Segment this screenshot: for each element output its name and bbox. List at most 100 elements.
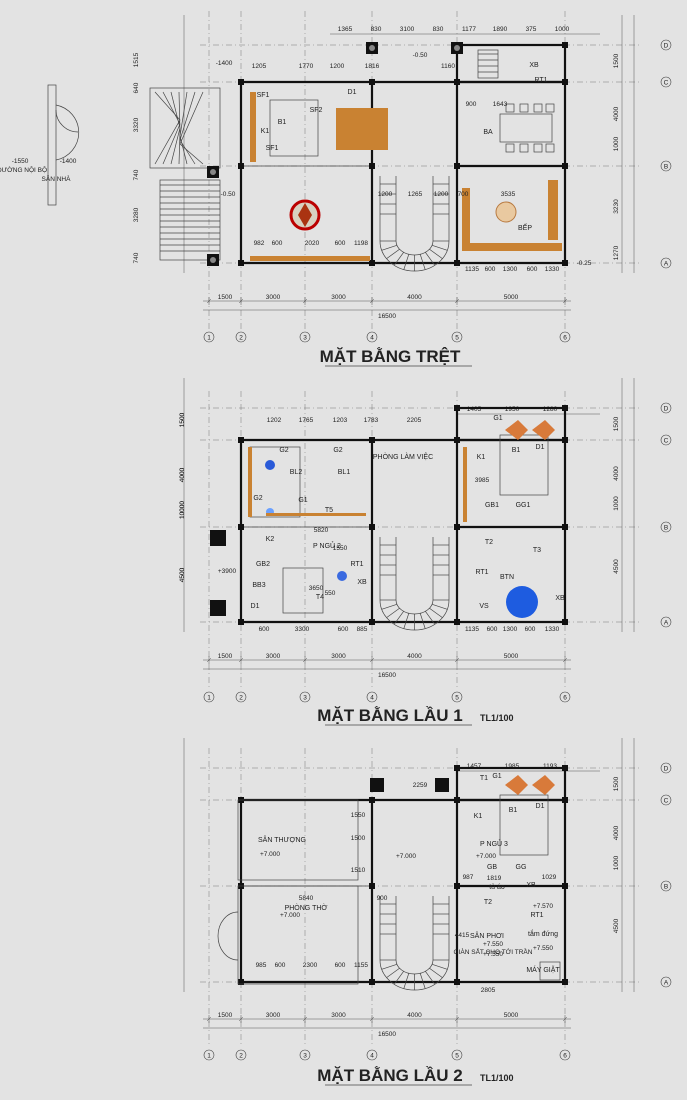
column-pillar [454,405,460,411]
col-dim-4: 5000 [504,1012,519,1019]
room-label: B1 [512,447,521,454]
col-label-5: 5 [455,335,459,342]
col-bubble-4 [366,691,378,703]
row-bubble-0 [660,402,672,414]
top-dim-0: 1457 [467,763,482,770]
right-dim-0: 1500 [613,776,620,791]
inner-dim: 600 [335,962,346,969]
dim-slash [302,1016,308,1022]
col-label-5: 5 [455,1053,459,1060]
col-label-4: 4 [370,335,374,342]
kitchen-counter-right [548,180,558,240]
inner-dim: 600 [527,266,538,273]
inner-dim: 1330 [545,626,560,633]
level-note: -1550 [12,158,29,165]
room-label: BL1 [338,469,351,476]
column-pillar [562,405,568,411]
room-label: RT1 [350,561,363,568]
inner-dim: 3985 [475,477,490,484]
gate-post [47,84,57,206]
sofa-set [269,99,319,157]
room-label: XB [555,595,565,602]
dining-table [499,113,553,143]
room-label: D1 [536,803,545,810]
right-dim-1: 4000 [613,106,620,121]
top-dim-2: 1280 [543,406,558,413]
room-label: SÂN PHƠI [470,931,504,940]
col-dim-3: 4000 [407,653,422,660]
column-pillar [238,79,244,85]
room-label: tủ áo [489,883,505,891]
level-note: 2259 [413,782,428,789]
master-bed [499,794,549,856]
armchair [505,420,528,440]
column-pillar [562,883,568,889]
col-dim-4: 5000 [504,294,519,301]
room-label: K1 [261,128,270,135]
row-label-3: A [664,261,669,268]
storage-stair [477,49,499,79]
inner-dim: 4415 [455,932,470,939]
column-pillar [454,883,460,889]
room-label: MÁY GIẶT [526,965,560,974]
col-bubble-5 [451,331,463,343]
room-label: K1 [477,454,486,461]
col-label-2: 2 [239,335,243,342]
dim-slash [562,298,568,304]
column-pillar [369,883,375,889]
row-label-2: B [664,164,668,171]
column-pillar [238,619,244,625]
level-note: -1400 [216,60,233,67]
entrance-porch [149,87,221,169]
col-label-2: 2 [239,695,243,702]
upper-wing-walls [455,406,567,442]
room-label: G1 [493,415,502,422]
col-label-6: 6 [563,1053,567,1060]
dim-slash [562,657,568,663]
wall-wood [266,513,366,516]
stair-tread [386,967,400,978]
inner-dim: 5820 [314,527,329,534]
decor-column-dot [210,257,216,263]
upper-wing-walls [455,766,567,802]
column-pillar [369,524,375,530]
top-dim-7: 1000 [555,26,570,33]
room-label: T4 [316,594,324,601]
stair-tread [393,971,404,985]
col-label-2: 2 [239,1053,243,1060]
stair-tread [381,603,398,610]
row-dim-3: 740 [133,169,140,180]
col-dim-1: 3000 [266,1012,281,1019]
row-dim-2: 3320 [133,117,140,132]
row-bubble-1 [660,434,672,446]
inner-dim: 985 [256,962,267,969]
inner-dim: 1135 [465,266,479,273]
room-label: T3 [533,547,541,554]
room-label: BB3 [252,582,265,589]
right-dim-3: 3230 [613,199,620,214]
top-dim-5: 1890 [493,26,508,33]
col-label-3: 3 [303,695,307,702]
master-bed [499,434,549,496]
room-label: RT1 [534,77,547,84]
row-label-1: C [664,438,669,445]
level-note: -0.50 [413,52,428,59]
terrace-area [237,799,359,881]
row-label-2: B [664,884,668,891]
column-pillar [369,163,375,169]
top-dim-0: 1405 [467,406,482,413]
row-bubble-3 [660,976,672,988]
right-dim-4: 1270 [613,245,620,260]
row-dim-1: 640 [133,82,140,93]
inner-dim: 600 [275,962,286,969]
col-bubble-3 [299,331,311,343]
right-dim-0: 1500 [613,416,620,431]
level-note: +7.000 [260,851,280,858]
inner-dim: 600 [338,626,349,633]
inner-dim: 1330 [545,266,560,273]
stair-tread [419,613,426,629]
room-label: GB [487,864,497,871]
room-label: RT1 [530,912,543,919]
bathtub-round [506,586,538,618]
washing-machine [539,961,561,981]
